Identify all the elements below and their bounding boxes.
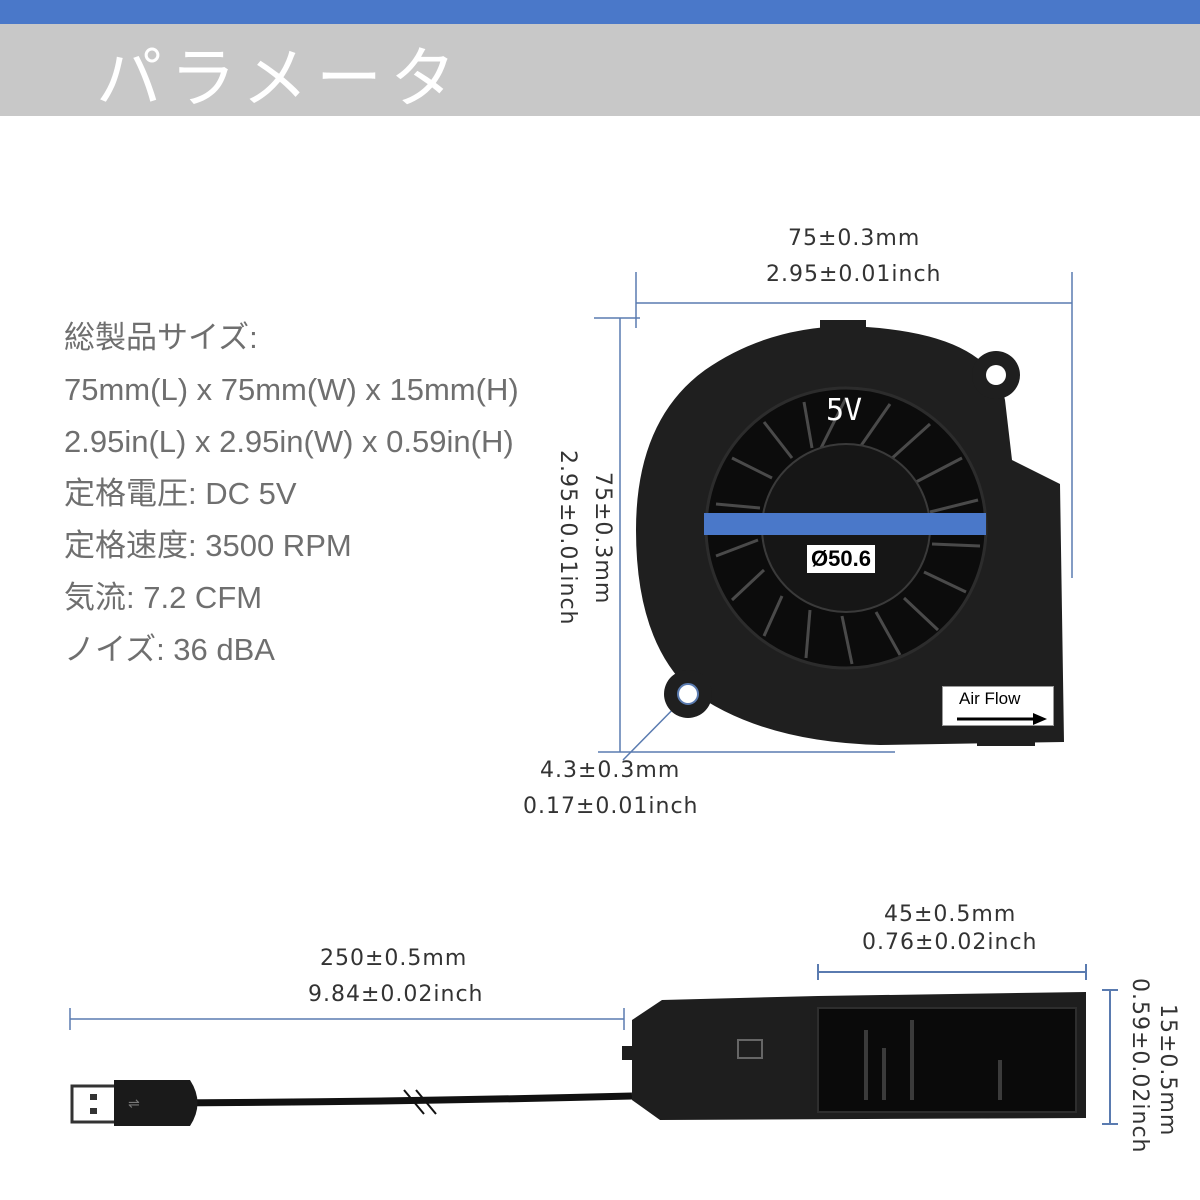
outlet-mm-label: 45±0.5mm	[884, 902, 1017, 927]
spec-noise: ノイズ: 36 dBA	[64, 632, 275, 667]
thickness-dimension-line	[1102, 989, 1118, 1125]
width-in-label: 2.95±0.01inch	[766, 262, 942, 287]
airflow-label: Air Flow	[959, 689, 1021, 708]
diameter-label: Ø50.6	[807, 545, 875, 574]
width-mm-label: 75±0.3mm	[788, 226, 921, 251]
fan-side-view	[622, 992, 1086, 1120]
spec-airflow: 気流: 7.2 CFM	[64, 580, 263, 615]
spec-size-in: 2.95in(L) x 2.95in(W) x 0.59in(H)	[64, 424, 514, 459]
usb-cable	[149, 1092, 633, 1107]
height-mm-label: 75±0.3mm	[590, 472, 615, 605]
diameter-bar	[704, 513, 986, 535]
title-banner: パラメータ	[0, 24, 1200, 116]
top-accent-bar	[0, 0, 1200, 24]
spec-size-heading: 総製品サイズ:	[64, 320, 258, 355]
outlet-in-label: 0.76±0.02inch	[862, 930, 1038, 955]
hole-mm-label: 4.3±0.3mm	[540, 758, 681, 783]
height-dimension-line	[594, 317, 895, 753]
cable-mm-label: 250±0.5mm	[320, 946, 468, 971]
usb-plug-icon: ⇌	[70, 1080, 198, 1126]
airflow-arrow-icon	[957, 713, 1047, 725]
spec-size-mm: 75mm(L) x 75mm(W) x 15mm(H)	[64, 372, 519, 407]
svg-text:5V: 5V	[826, 393, 862, 428]
outlet-dimension-line	[817, 964, 1087, 980]
page-title: パラメータ	[96, 40, 465, 117]
spec-voltage: 定格電圧: DC 5V	[64, 476, 297, 511]
cable-dimension-line	[69, 1008, 625, 1030]
height-in-label: 2.95±0.01inch	[555, 450, 580, 626]
hole-in-label: 0.17±0.01inch	[523, 794, 699, 819]
spec-speed: 定格速度: 3500 RPM	[64, 528, 352, 563]
cable-in-label: 9.84±0.02inch	[308, 982, 484, 1007]
svg-text:⇌: ⇌	[128, 1096, 140, 1112]
airflow-box: Air Flow	[942, 686, 1054, 726]
thickness-in-label: 0.59±0.02inch	[1127, 978, 1152, 1154]
thickness-mm-label: 15±0.5mm	[1155, 1004, 1180, 1137]
